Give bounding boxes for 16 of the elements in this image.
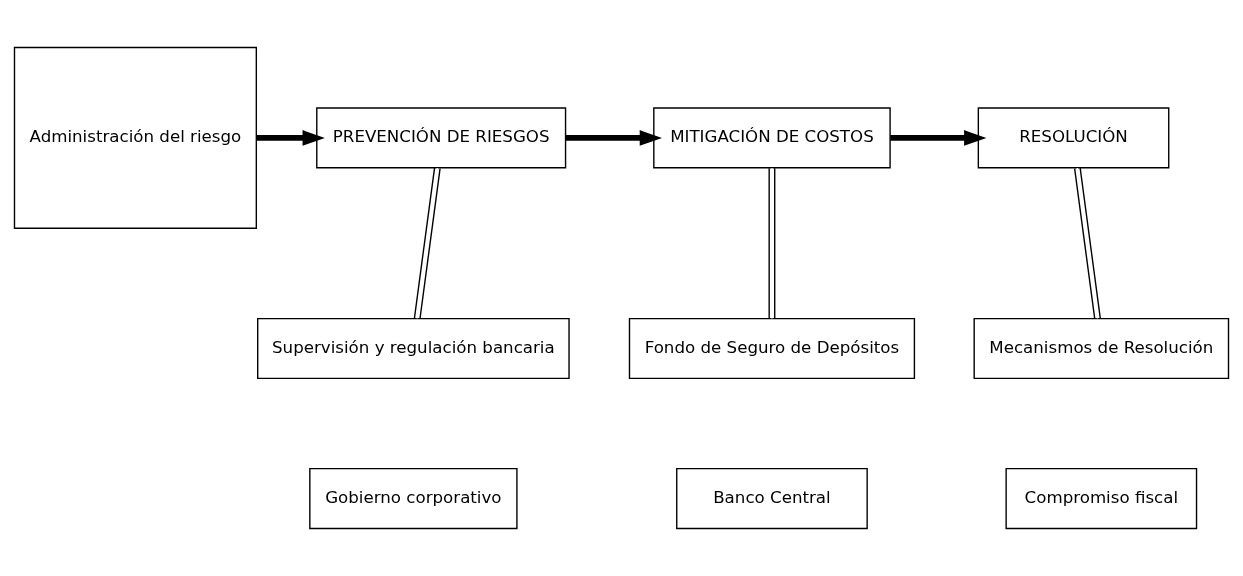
node-box: Compromiso fiscal (1005, 468, 1198, 530)
arrow (890, 130, 987, 146)
node-box: Mecanismos de Resolución (973, 317, 1230, 380)
node-box: Administración del riesgo (13, 46, 257, 229)
node-box: PREVENCIÓN DE RIESGOS (316, 107, 567, 169)
node-box: RESOLUCIÓN (977, 107, 1170, 169)
node-box: Fondo de Seguro de Depósitos (628, 317, 916, 380)
connector (768, 167, 776, 320)
connector (413, 167, 441, 320)
node-box: Banco Central (676, 468, 868, 530)
node-box: Supervisión y regulación bancaria (257, 317, 570, 380)
connector (1073, 167, 1101, 320)
arrow (565, 130, 663, 146)
arrow (256, 130, 325, 146)
node-box: MITIGACIÓN DE COSTOS (653, 107, 891, 169)
node-box: Gobierno corporativo (309, 468, 518, 530)
